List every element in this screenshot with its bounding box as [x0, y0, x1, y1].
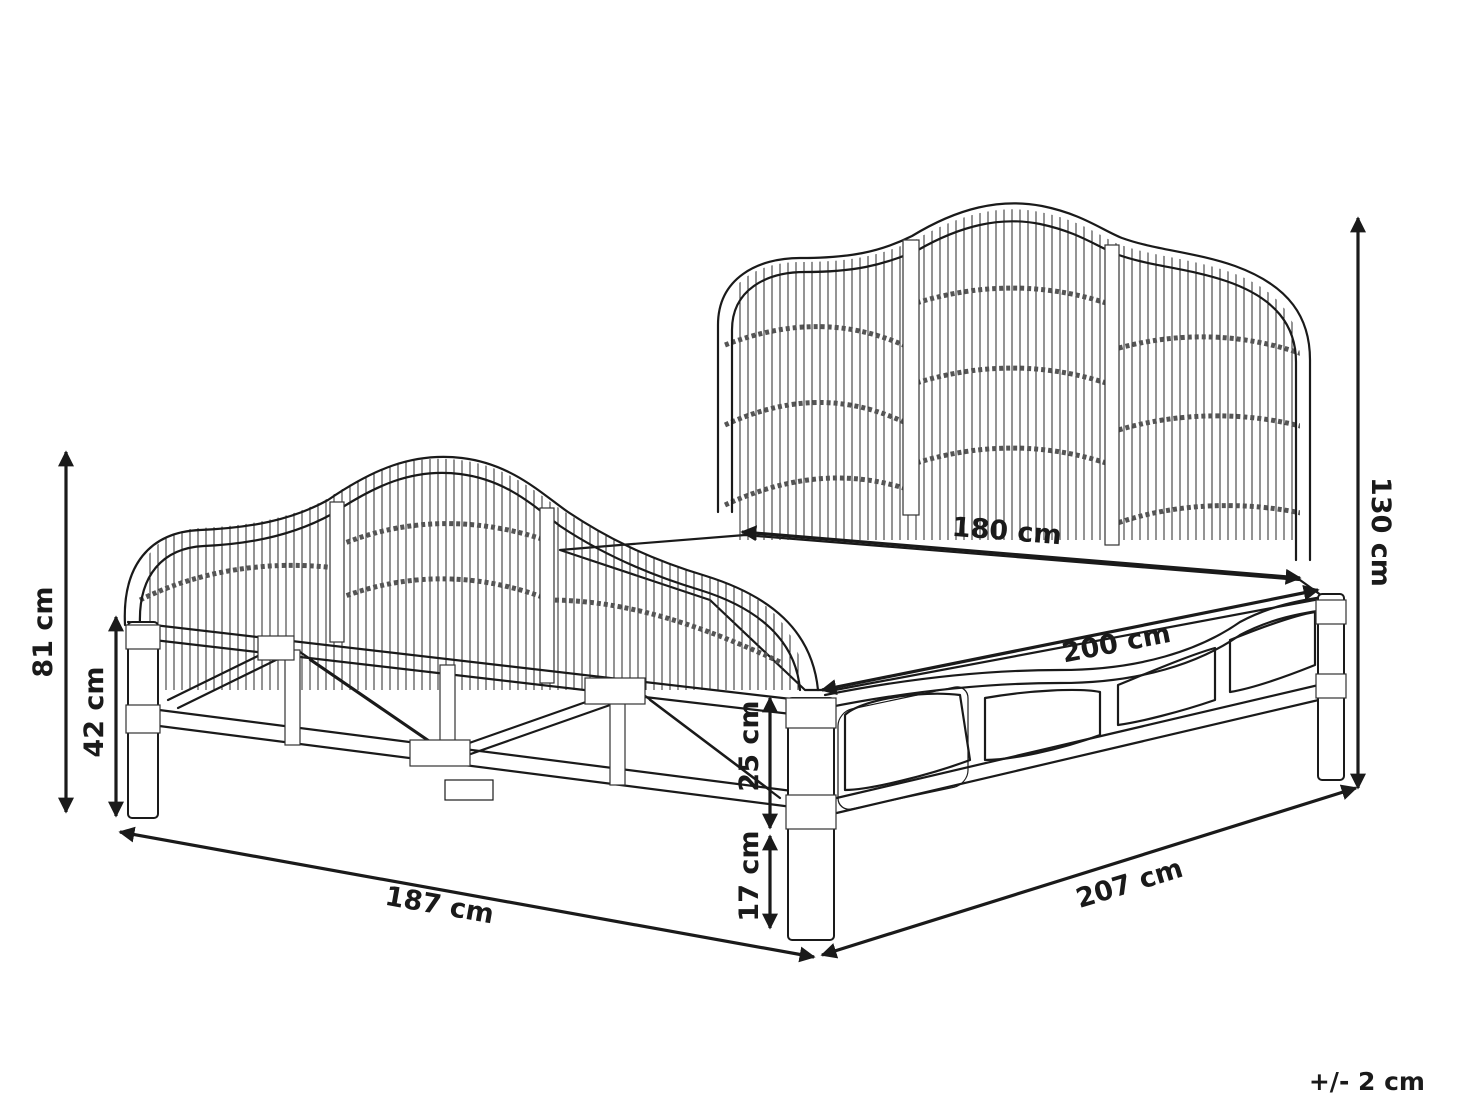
inner-width-arrow: [740, 525, 1302, 585]
overall-length-arrow: [820, 784, 1358, 959]
dimension-lines: [58, 216, 1366, 963]
headboard: [716, 202, 1312, 562]
inner-width-label: 180 cm: [951, 512, 1063, 552]
clearance-height-label: 17 cm: [734, 830, 765, 921]
overall-width-arrow: [118, 826, 816, 963]
side-rail: [823, 594, 1342, 817]
inner-length-label: 200 cm: [1059, 618, 1173, 669]
headboard-height-label: 130 cm: [1365, 477, 1396, 587]
overall-length-label: 207 cm: [1072, 853, 1186, 915]
front-rails: [126, 620, 802, 810]
inner-length-arrow: [820, 585, 1320, 695]
bed-illustration: [123, 202, 1347, 941]
side-rail-height-label: 42 cm: [79, 666, 110, 757]
rail-panel-height-label: 25 cm: [734, 700, 765, 791]
tolerance-note: +/- 2 cm: [1309, 1067, 1425, 1096]
footboard-height-label: 81 cm: [28, 586, 59, 677]
